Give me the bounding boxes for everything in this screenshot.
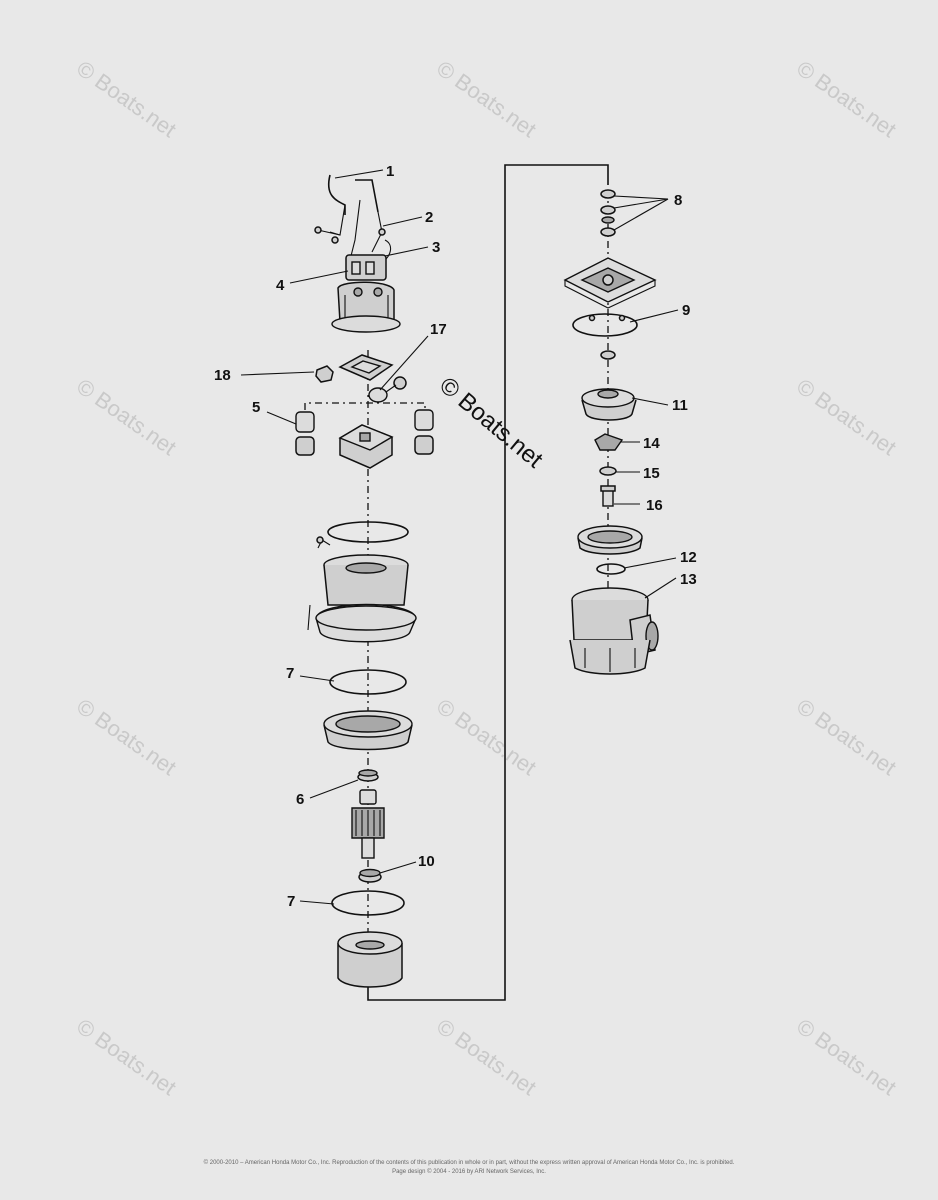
part-terminal-block xyxy=(338,424,394,469)
callout-2: 2 xyxy=(425,209,433,226)
watermark: © Boats.net xyxy=(432,1014,541,1101)
callout-15: 15 xyxy=(643,465,660,482)
part-9-gasket xyxy=(572,313,638,337)
part-15-washer xyxy=(599,466,617,476)
part-5-capacitor-right xyxy=(414,409,434,455)
part-gasket-plate xyxy=(338,354,394,381)
callout-3: 3 xyxy=(432,239,440,256)
part-4-switch-housing xyxy=(331,254,401,333)
part-18-nut xyxy=(315,365,334,383)
callout-18: 18 xyxy=(214,367,231,384)
part-small-ring xyxy=(600,350,616,360)
watermark: © Boats.net xyxy=(72,374,181,461)
part-7-o-ring-lower xyxy=(331,890,405,916)
callout-labels: 1 2 3 4 17 18 5 7 6 10 7 8 9 11 14 15 16… xyxy=(214,163,697,910)
callout-8: 8 xyxy=(674,192,682,209)
callout-7a: 7 xyxy=(286,665,294,682)
callout-17: 17 xyxy=(430,321,447,338)
part-14-sleeve xyxy=(594,433,624,451)
part-16-bolt xyxy=(600,485,616,507)
callout-5: 5 xyxy=(252,399,260,416)
part-volute-ring xyxy=(577,525,643,555)
callout-4: 4 xyxy=(276,277,285,294)
part-17-float xyxy=(368,376,407,403)
watermark: © Boats.net xyxy=(72,56,181,143)
part-11-impeller xyxy=(581,388,637,421)
part-upper-flange-plate xyxy=(563,257,657,309)
part-10-bearing xyxy=(358,868,382,883)
watermark-center: © Boats.net xyxy=(434,372,548,474)
watermark: © Boats.net xyxy=(432,694,541,781)
part-bearing-plate xyxy=(323,710,413,751)
footer-page-design: Page design © 2004 - 2016 by ARI Network… xyxy=(392,1169,546,1175)
watermark: © Boats.net xyxy=(432,56,541,143)
watermark: © Boats.net xyxy=(792,56,901,143)
part-rotor-shaft xyxy=(351,789,385,859)
connector-line xyxy=(367,164,609,1001)
callout-11: 11 xyxy=(672,397,688,414)
capacitor-bracket xyxy=(304,402,426,410)
part-5-capacitor-left xyxy=(295,411,315,456)
part-end-cap xyxy=(337,931,403,988)
part-7-o-ring-upper xyxy=(329,669,407,695)
watermark: © Boats.net xyxy=(792,694,901,781)
watermark-layer: © Boats.net © Boats.net © Boats.net © Bo… xyxy=(72,56,901,1101)
callout-6: 6 xyxy=(296,791,304,808)
part-motor-housing xyxy=(307,536,417,643)
leader-lines xyxy=(240,169,679,905)
footer-copyright: © 2000-2010 – American Honda Motor Co., … xyxy=(203,1160,735,1166)
callout-16: 16 xyxy=(646,497,663,514)
part-1-wire-harness xyxy=(314,174,392,263)
callout-9: 9 xyxy=(682,302,690,319)
callout-12: 12 xyxy=(680,549,697,566)
part-13-pump-casing xyxy=(569,587,659,675)
part-top-o-ring xyxy=(327,521,409,543)
watermark: © Boats.net xyxy=(792,1014,901,1101)
callout-10: 10 xyxy=(418,853,435,870)
part-12-o-ring xyxy=(596,563,626,575)
callout-13: 13 xyxy=(680,571,697,588)
callout-1: 1 xyxy=(386,163,394,180)
watermark: © Boats.net xyxy=(72,1014,181,1101)
part-6-bearing xyxy=(357,769,379,782)
callout-14: 14 xyxy=(643,435,660,452)
callout-7b: 7 xyxy=(287,893,295,910)
part-8-washers xyxy=(600,189,616,237)
watermark: © Boats.net xyxy=(792,374,901,461)
watermark: © Boats.net xyxy=(72,694,181,781)
